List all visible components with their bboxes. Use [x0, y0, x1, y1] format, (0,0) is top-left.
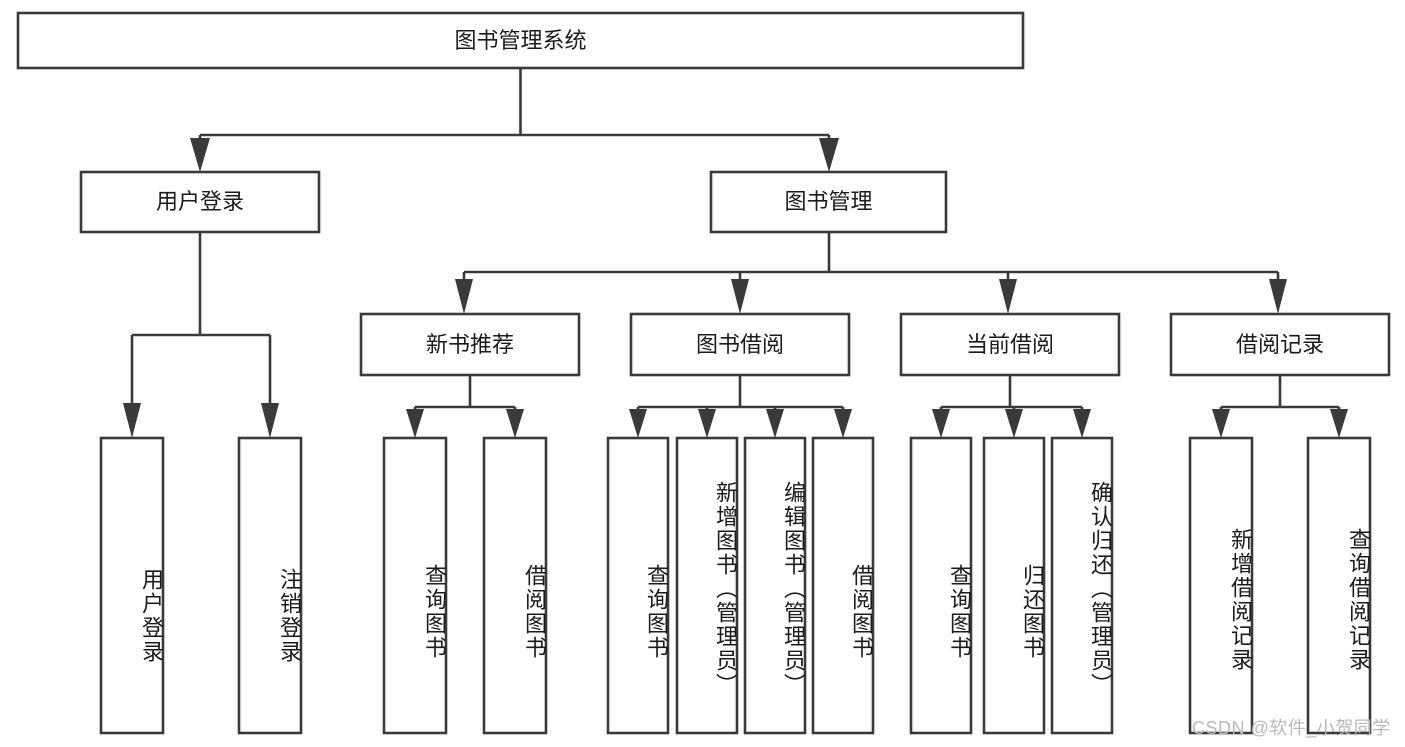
node-box[interactable]: [709, 170, 948, 234]
node-label-book-borrow: 图书借阅: [696, 332, 784, 357]
leaf-box-add-borrow-record[interactable]: [1188, 436, 1254, 735]
leaf-box-borrow-book[interactable]: [811, 436, 875, 735]
leaf-box-borrow-book-newbook[interactable]: [482, 436, 548, 735]
connector-root-to-level2: [190, 68, 839, 172]
leaf-box-query-borrow-record[interactable]: [1306, 436, 1372, 735]
node-root[interactable]: 图书管理系统: [16, 11, 1025, 70]
connector-borrowrecord-to-leaves: [1212, 375, 1348, 438]
arrow-head-icon: [123, 403, 141, 438]
node-box[interactable]: [1169, 312, 1391, 377]
arrow-head-icon: [1212, 409, 1230, 438]
leaf-box-query-book-newbook[interactable]: [382, 436, 448, 735]
leaf-box-query-book-borrow[interactable]: [606, 436, 670, 735]
node-label-current-borrow: 当前借阅: [966, 332, 1054, 357]
connector-bookmgmt-to-level3: [455, 232, 1287, 314]
arrow-head-icon: [819, 138, 839, 172]
node-book-borrow[interactable]: 图书借阅: [629, 312, 851, 377]
arrow-head-icon: [1073, 409, 1091, 438]
arrow-head-icon: [834, 409, 852, 438]
csdn-watermark: CSDN @软件_小贺同学: [1192, 718, 1391, 738]
connector-newbook-to-leaves: [406, 375, 524, 438]
node-label-book-management: 图书管理: [784, 189, 872, 214]
leaf-box-edit-book-admin[interactable]: [743, 436, 807, 735]
leaf-box-user-login[interactable]: [99, 436, 165, 735]
node-user-login[interactable]: 用户登录: [79, 170, 321, 234]
arrow-head-icon: [455, 279, 473, 314]
node-box[interactable]: [16, 11, 1025, 70]
node-box[interactable]: [899, 312, 1121, 377]
leaf-box-return-book[interactable]: [982, 436, 1046, 735]
node-label-new-book-recommend: 新书推荐: [426, 332, 514, 357]
leaf-box-logout[interactable]: [237, 436, 303, 735]
connector-userlogin-to-leaves: [123, 232, 279, 438]
node-current-borrow[interactable]: 当前借阅: [899, 312, 1121, 377]
node-box[interactable]: [629, 312, 851, 377]
connector-currentborrow-to-leaves: [932, 375, 1091, 438]
node-new-book-recommend[interactable]: 新书推荐: [359, 312, 581, 377]
arrow-head-icon: [1269, 279, 1287, 314]
node-label-borrow-record: 借阅记录: [1236, 332, 1324, 357]
arrow-head-icon: [932, 409, 950, 438]
arrow-head-icon: [1005, 409, 1023, 438]
arrow-head-icon: [190, 138, 210, 172]
leaf-box-add-book-admin[interactable]: [675, 436, 739, 735]
connector-bookborrow-to-leaves: [629, 375, 852, 438]
arrow-head-icon: [766, 409, 784, 438]
arrow-head-icon: [731, 279, 749, 314]
arrow-head-icon: [506, 409, 524, 438]
node-book-management[interactable]: 图书管理: [709, 170, 948, 234]
arrow-head-icon: [1330, 409, 1348, 438]
arrow-head-icon: [406, 409, 424, 438]
arrow-head-icon: [999, 279, 1017, 314]
leaf-box-confirm-return-admin[interactable]: [1050, 436, 1114, 735]
arrow-head-icon: [261, 403, 279, 438]
node-label-user-login: 用户登录: [156, 189, 244, 214]
arrow-head-icon: [629, 409, 647, 438]
arrow-head-icon: [698, 409, 716, 438]
node-label-root: 图书管理系统: [454, 28, 586, 53]
node-borrow-record[interactable]: 借阅记录: [1169, 312, 1391, 377]
node-box[interactable]: [359, 312, 581, 377]
node-box[interactable]: [79, 170, 321, 234]
leaf-box-query-book-current[interactable]: [909, 436, 973, 735]
